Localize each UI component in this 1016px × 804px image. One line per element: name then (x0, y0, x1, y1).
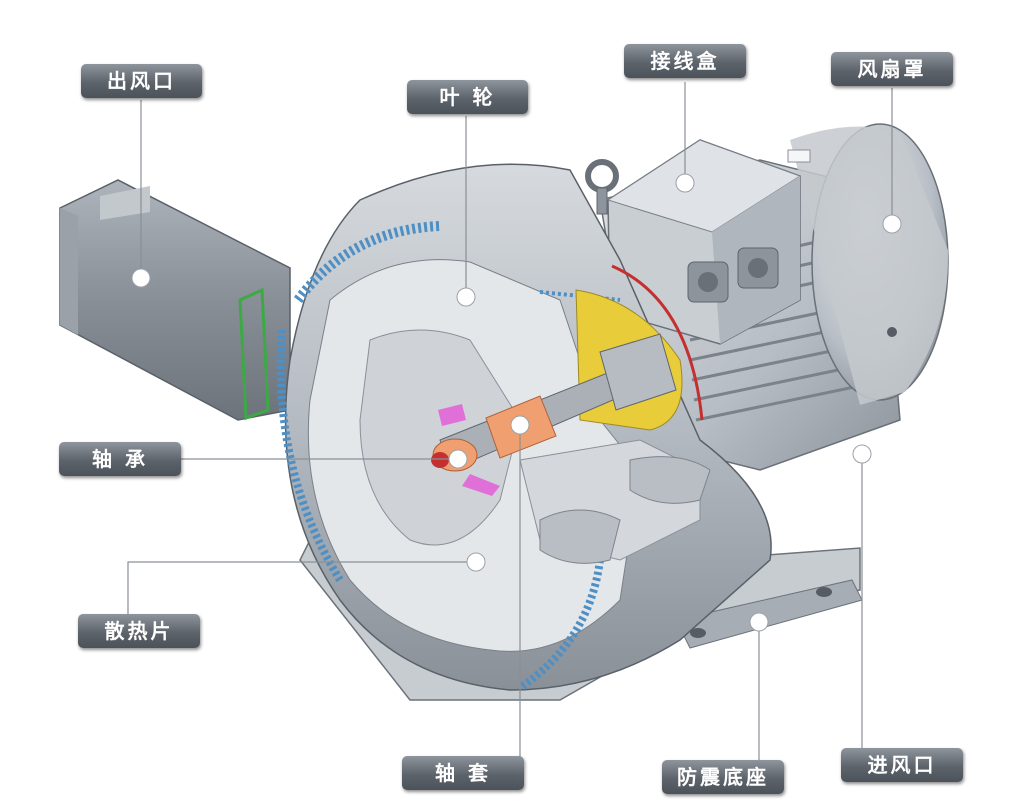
label-heat-sink: 散热片 (78, 614, 200, 648)
lifting-eyebolt (585, 159, 619, 215)
label-fan-cover: 风扇罩 (831, 52, 953, 86)
leader-lines (127, 82, 893, 760)
label-inlet: 进风口 (841, 748, 963, 782)
label-outlet: 出风口 (81, 64, 202, 98)
motor-seal (611, 264, 704, 421)
marker-outlet (131, 268, 151, 288)
outlet-gasket (238, 287, 270, 421)
marker-sleeve (510, 415, 530, 435)
label-impeller: 叶 轮 (407, 80, 528, 114)
marker-base (749, 612, 769, 632)
marker-inlet (852, 444, 872, 464)
marker-fan-cover (882, 214, 902, 234)
marker-heat-sink (466, 552, 486, 572)
marker-bearing (448, 449, 468, 469)
fan-cover (787, 123, 949, 406)
outlet-pipe (59, 179, 291, 421)
label-anti-vibration-base: 防震底座 (662, 760, 784, 794)
marker-dots (131, 173, 902, 632)
junction-box (606, 139, 802, 345)
label-bearing: 轴 承 (59, 442, 181, 476)
marker-impeller (456, 287, 476, 307)
blower-artwork (59, 123, 949, 701)
marker-junction-box (675, 173, 695, 193)
label-sleeve: 轴 套 (402, 756, 524, 790)
label-junction-box: 接线盒 (624, 44, 746, 78)
